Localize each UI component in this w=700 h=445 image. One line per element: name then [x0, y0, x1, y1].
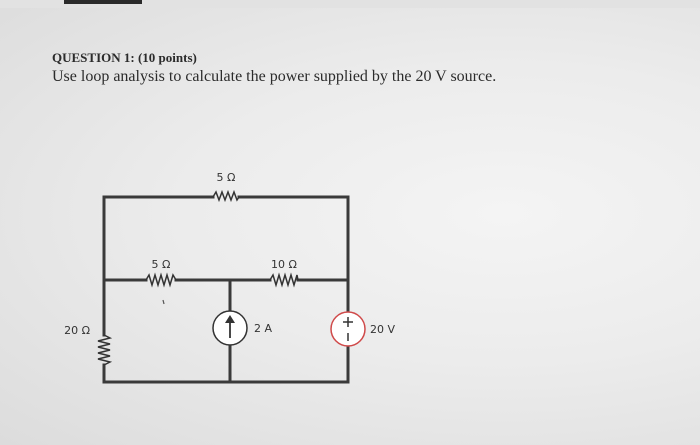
resistor-middle-left: 5 Ω: [145, 258, 177, 288]
resistor-middle-left-label: 5 Ω: [152, 258, 171, 271]
resistor-middle-right: 10 Ω: [269, 258, 299, 288]
resistor-top: 5 Ω: [212, 171, 240, 203]
voltage-source: 20 V: [330, 311, 395, 347]
resistor-top-label: 5 Ω: [217, 171, 236, 184]
current-source: 2 A: [212, 310, 272, 346]
resistor-left: 20 Ω: [64, 324, 113, 366]
current-source-label: 2 A: [254, 322, 272, 335]
resistor-left-label: 20 Ω: [64, 324, 90, 337]
stray-mark: [162, 299, 165, 305]
top-edge-strip: [0, 0, 700, 8]
question-text: Use loop analysis to calculate the power…: [52, 68, 497, 85]
circuit-wires: [102, 195, 350, 384]
voltage-source-label: 20 V: [370, 323, 395, 336]
resistor-middle-right-label: 10 Ω: [271, 258, 297, 271]
question-title: QUESTION 1: (10 points): [52, 50, 197, 65]
top-edge-mark: [64, 0, 142, 4]
